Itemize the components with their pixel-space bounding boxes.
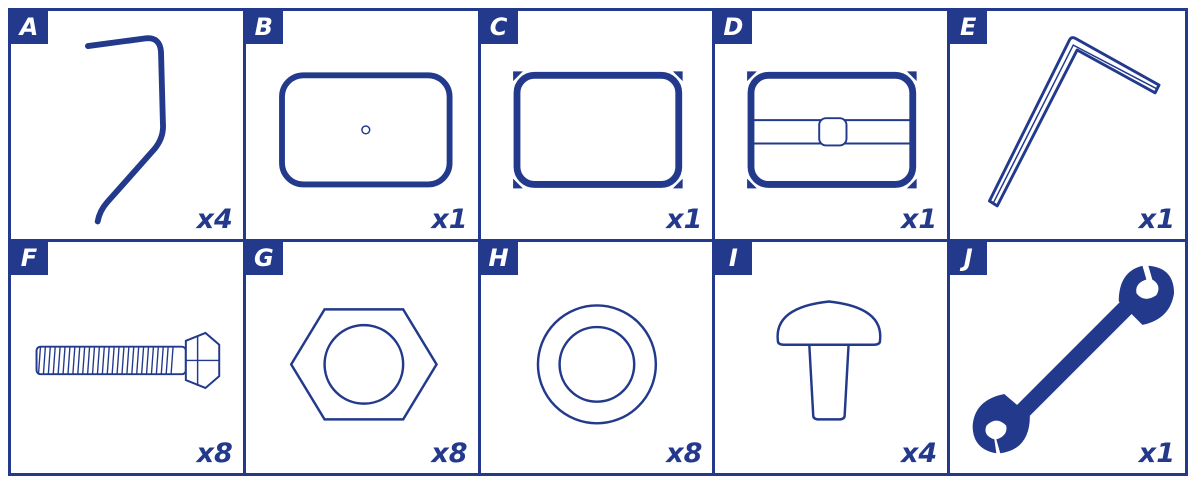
part-quantity: x8 <box>197 438 233 469</box>
part-cell-f: F x8 <box>11 242 246 473</box>
part-cell-e: E x1 <box>950 11 1185 242</box>
part-quantity: x4 <box>901 438 937 469</box>
part-quantity: x1 <box>431 204 467 235</box>
part-quantity: x8 <box>431 438 467 469</box>
parts-grid: A x4 B x1 C x1 D <box>8 8 1188 476</box>
part-quantity: x1 <box>1139 204 1175 235</box>
part-cell-g: G x8 <box>246 242 481 473</box>
part-cell-i: I x4 <box>715 242 950 473</box>
part-cell-h: H x8 <box>481 242 716 473</box>
part-cell-j: J x1 <box>950 242 1185 473</box>
part-quantity: x4 <box>197 204 233 235</box>
part-cell-a: A x4 <box>11 11 246 242</box>
part-quantity: x1 <box>1139 438 1175 469</box>
part-quantity: x8 <box>666 438 702 469</box>
part-cell-c: C x1 <box>481 11 716 242</box>
part-quantity: x1 <box>666 204 702 235</box>
part-quantity: x1 <box>901 204 937 235</box>
part-cell-b: B x1 <box>246 11 481 242</box>
part-cell-d: D x1 <box>715 11 950 242</box>
